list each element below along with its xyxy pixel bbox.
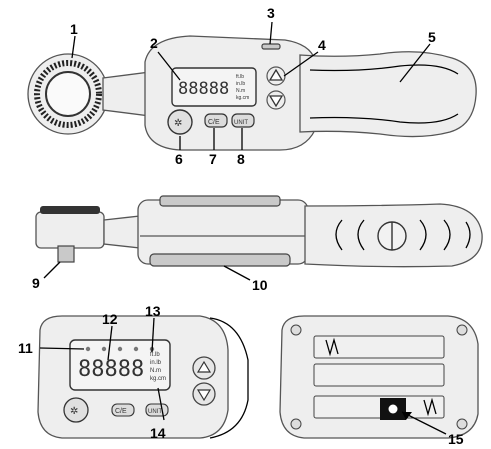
display-closeup: 88888 ft.lb in.lb N.m kg.cm ✲ C/E UNIT [37,315,249,439]
closeup-unit-4: kg.cm [150,376,166,382]
leader-14 [157,387,165,421]
side-ratchet-head [35,211,105,249]
led-row [85,346,155,352]
battery-slot-bottom [313,395,445,419]
handle-grip [299,51,477,138]
grip-ridge [335,219,343,251]
unit-button[interactable] [231,113,255,128]
callout-15: 15 [448,431,464,447]
leader-10 [223,265,251,281]
handle-contour-lower [309,113,459,124]
side-neck [103,215,141,249]
battery-cover [149,253,291,267]
leader-15 [401,411,447,435]
arrowhead-15 [402,412,412,420]
down-arrow-icon[interactable] [268,95,284,108]
closeup-clear-label: C/E [115,408,127,415]
screw [456,418,468,430]
reset-switch[interactable] [388,404,398,414]
spring-contact [325,337,339,357]
lcd-digits: 88888 [178,79,229,99]
screw [456,324,468,336]
closeup-unit-3: N.m [150,368,161,374]
lcd-screen [171,67,257,107]
leader-12 [107,325,113,361]
lcd-unit-4: kg.cm [236,95,249,101]
handle-contour [309,64,459,75]
side-display-top [159,195,281,207]
callout-8: 8 [237,151,245,167]
wrench-top-view: 88888 ft.lb in.lb N.m kg.cm ✲ C/E UNIT [27,35,477,151]
leader-lines [39,21,447,435]
callout-numbers: 1 2 3 4 5 6 7 8 9 10 11 12 13 14 15 [18,5,464,447]
leader-2 [157,51,181,81]
closeup-up-arrow-icon[interactable] [196,360,212,373]
leader-5 [399,43,431,83]
clear-button-label: C/E [208,119,220,126]
callout-3: 3 [267,5,275,21]
callout-6: 6 [175,151,183,167]
screw [290,324,302,336]
callout-1: 1 [70,21,78,37]
clear-button[interactable] [204,113,228,128]
grip-ridge [357,219,365,251]
leader-4 [283,51,319,77]
leader-13 [151,317,155,353]
closeup-power-icon: ✲ [70,406,78,417]
battery-slot-middle [313,363,445,387]
down-button[interactable] [266,90,286,110]
closeup-lcd [69,339,171,391]
leader-1 [71,35,76,59]
grip-ridge [419,219,427,251]
led-indicator [261,43,281,50]
callout-7: 7 [209,151,217,167]
callout-2: 2 [150,35,158,51]
closeup-down-arrow-icon[interactable] [196,389,212,402]
closeup-power-button[interactable] [63,397,89,423]
power-button[interactable] [167,109,193,135]
screw [290,418,302,430]
callout-5: 5 [428,29,436,45]
closeup-lcd-digits: 88888 [78,357,144,382]
callout-4: 4 [318,37,326,53]
callout-9: 9 [32,275,40,291]
grip-ridge [465,221,471,249]
wrench-neck [102,71,151,117]
leader-3 [269,21,273,45]
callout-11: 11 [18,340,33,356]
spring-contact [423,397,437,417]
side-ratchet-teeth [40,206,100,214]
ratchet-gear-teeth [34,60,102,128]
battery-compartment [279,315,479,439]
closeup-clear-button[interactable] [111,403,135,417]
wrench-side-view [35,195,483,268]
closeup-unit-1: ft.lb [150,352,160,358]
battery-slot-top [313,335,445,359]
up-arrow-icon[interactable] [268,68,284,81]
callout-12: 12 [102,311,118,327]
lcd-unit-2: in.lb [236,81,245,87]
callout-10: 10 [252,277,268,293]
square-drive [57,245,75,263]
callout-13: 13 [145,303,161,319]
closeup-edge [209,317,249,439]
callout-14: 14 [150,425,166,441]
ratchet-center [45,71,91,117]
closeup-unit-label: UNIT [148,409,162,415]
grip-ridge [443,219,451,251]
closeup-unit-2: in.lb [150,360,162,366]
power-icon: ✲ [174,118,182,129]
lcd-unit-1: ft.lb [236,74,244,80]
unit-button-label: UNIT [234,120,248,126]
leader-9 [43,261,61,279]
lcd-unit-3: N.m [236,88,245,94]
leader-11 [39,347,85,350]
